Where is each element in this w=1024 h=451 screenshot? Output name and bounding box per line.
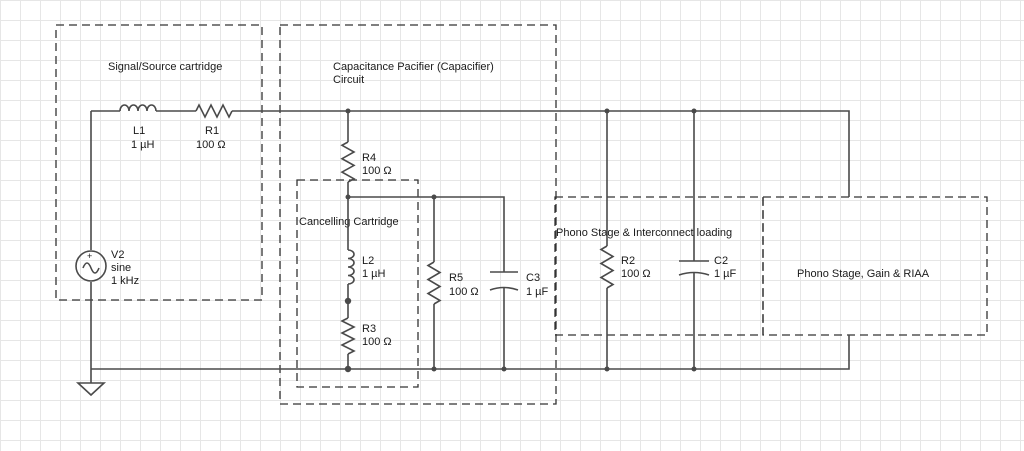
r2-value: 100 Ω: [621, 268, 651, 280]
wire-mid-node: [348, 196, 505, 272]
c2-name: C2: [714, 255, 728, 267]
junction-dot: [345, 108, 351, 114]
c2-value: 1 µF: [714, 268, 737, 280]
cancelling-cartridge-box: [296, 179, 419, 388]
l1-value: 1 µH: [131, 139, 155, 151]
r3-name: R3: [362, 323, 376, 335]
junction-dot: [604, 366, 610, 372]
junction-dot: [501, 366, 507, 372]
phono-loading-title: Phono Stage & Interconnect loading: [556, 227, 732, 239]
r1-value: 100 Ω: [196, 139, 226, 151]
source-cartridge-box: [55, 24, 263, 301]
junction-dot: [431, 366, 437, 372]
wire-top-main: [232, 110, 850, 197]
r4-name: R4: [362, 152, 376, 164]
capacifier-circuit-box: [279, 24, 557, 405]
inductor-l2: [347, 249, 355, 285]
phono-gain-box: [762, 196, 988, 336]
inductor-l1: [119, 104, 157, 112]
junction-dot: [345, 194, 351, 200]
c3-value: 1 µF: [526, 286, 549, 298]
r4-value: 100 Ω: [362, 165, 392, 177]
ground-icon: [75, 382, 107, 397]
r5-value: 100 Ω: [449, 286, 479, 298]
plus-sign: +: [87, 251, 92, 261]
v2-name: V2: [111, 249, 124, 261]
resistor-r5: [426, 261, 442, 305]
wire-bottom-main: [91, 335, 850, 370]
v2-value: 1 kHz: [111, 275, 139, 287]
capacitor-c2-plate-bottom: [678, 271, 710, 276]
capacifier-title-line1: Capacitance Pacifier (Capacifier): [333, 61, 494, 73]
sine-source-v2-icon: [75, 250, 107, 282]
cancelling-box-title: Cancelling Cartridge: [299, 216, 399, 228]
node-dot-l2-r3: [344, 297, 352, 305]
resistor-r4: [340, 141, 356, 183]
phono-loading-box: [554, 196, 764, 336]
r1-name: R1: [205, 125, 219, 137]
resistor-r1: [195, 103, 233, 119]
resistor-r3: [340, 317, 356, 355]
capacitor-c3-plate-bottom: [489, 286, 519, 291]
l2-name: L2: [362, 255, 374, 267]
junction-dot: [344, 365, 352, 373]
junction-dot: [604, 108, 610, 114]
l1-name: L1: [133, 125, 145, 137]
junction-dot: [691, 366, 697, 372]
junction-dot: [431, 194, 437, 200]
v2-type: sine: [111, 262, 131, 274]
l2-value: 1 µH: [362, 268, 386, 280]
r3-value: 100 Ω: [362, 336, 392, 348]
capacifier-title-line2: Circuit: [333, 74, 364, 86]
c3-name: C3: [526, 272, 540, 284]
resistor-r2: [599, 245, 615, 289]
source-box-title: Signal/Source cartridge: [108, 61, 222, 73]
r2-name: R2: [621, 255, 635, 267]
phono-gain-title: Phono Stage, Gain & RIAA: [797, 268, 930, 280]
junction-dot: [691, 108, 697, 114]
sine-wave-icon: [82, 262, 100, 274]
r5-name: R5: [449, 272, 463, 284]
